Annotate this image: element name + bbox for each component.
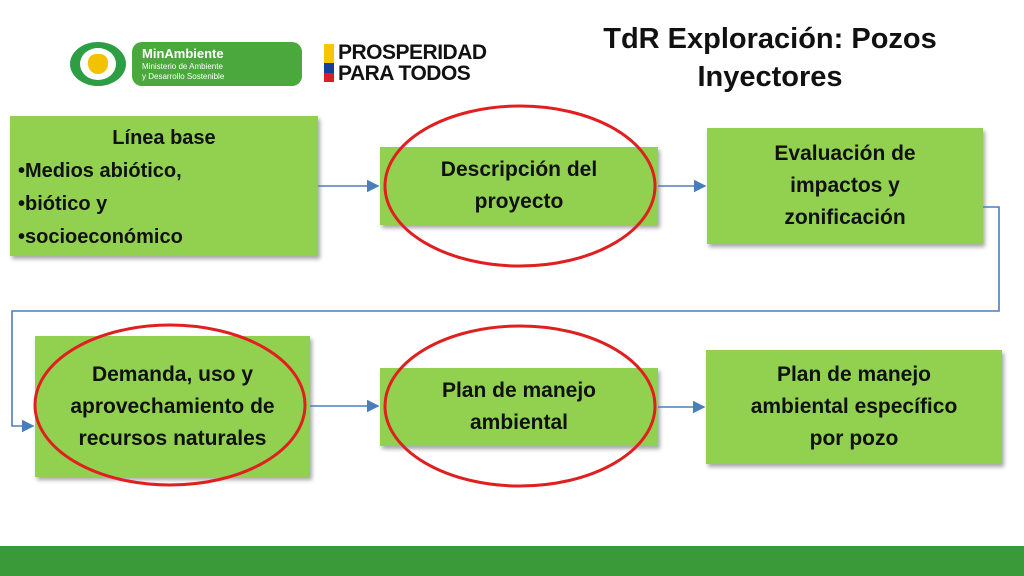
minambiente-label: MinAmbiente Ministerio de Ambiente y Des…	[132, 42, 302, 86]
node-text-line: Descripción del	[440, 158, 598, 181]
node-text-line: impactos y	[790, 174, 900, 197]
linea-base-bullets: Medios abiótico, biótico y socioeconómic…	[18, 155, 310, 254]
linea-base-bullet: biótico y	[18, 188, 310, 221]
node-text-line: zonificación	[784, 206, 906, 229]
node-text-line: por pozo	[809, 427, 899, 450]
highlight-ellipses	[33, 104, 657, 488]
footer-bar	[0, 546, 1024, 576]
node-text-line: Demanda, uso y	[91, 362, 254, 386]
title-line-2: Inyectores	[697, 61, 843, 93]
prosperidad-text: PROSPERIDAD PARA TODOS	[338, 42, 487, 84]
node-descripcion-proyecto: Descripción del proyecto	[380, 147, 658, 225]
node-demanda-recursos: Demanda, uso y aprovechamiento de recurs…	[35, 336, 310, 477]
node-text-line: recursos naturales	[78, 426, 267, 450]
title-line-1: TdR Exploración: Pozos	[603, 23, 937, 55]
highlight-ellipse	[383, 324, 657, 488]
colombia-seal-icon	[70, 42, 126, 86]
minambiente-name: MinAmbiente	[142, 46, 224, 61]
minambiente-logo: MinAmbiente Ministerio de Ambiente y Des…	[70, 42, 302, 86]
node-text-line: Plan de manejo	[441, 379, 597, 402]
node-plan-especifico-pozo: Plan de manejo ambiental específico por …	[706, 350, 1002, 464]
node-plan-manejo-ambiental: Plan de manejo ambiental	[380, 368, 658, 446]
node-linea-base: Línea base Medios abiótico, biótico y so…	[10, 116, 318, 256]
node-text-line: ambiental específico	[750, 395, 958, 418]
node-evaluacion-impactos: Evaluación de impactos y zonificación	[707, 128, 983, 244]
prosperidad-logo: PROSPERIDAD PARA TODOS	[324, 42, 536, 86]
colombia-flag-icon	[324, 44, 334, 82]
connector-arrows	[11, 179, 1000, 433]
linea-base-bullet: socioeconómico	[18, 221, 310, 254]
minambiente-subtitle-1: Ministerio de Ambiente	[142, 62, 223, 71]
arrow-evaluacion-to-demanda	[11, 206, 1000, 433]
slide-title: TdR Exploración: Pozos Inyectores	[560, 20, 980, 96]
node-text-line: Evaluación de	[774, 142, 916, 165]
prosperidad-line-2: PARA TODOS	[338, 62, 471, 85]
linea-base-heading: Línea base	[112, 127, 216, 149]
minambiente-subtitle-2: y Desarrollo Sostenible	[142, 72, 225, 81]
node-text-line: proyecto	[474, 190, 564, 213]
node-text-line: aprovechamiento de	[70, 394, 275, 418]
highlight-ellipse	[383, 104, 657, 268]
highlight-ellipse	[33, 323, 307, 487]
prosperidad-line-1: PROSPERIDAD	[338, 41, 487, 64]
linea-base-bullet: Medios abiótico,	[18, 155, 310, 188]
node-text-line: ambiental	[469, 411, 568, 434]
node-text-line: Plan de manejo	[776, 363, 932, 386]
